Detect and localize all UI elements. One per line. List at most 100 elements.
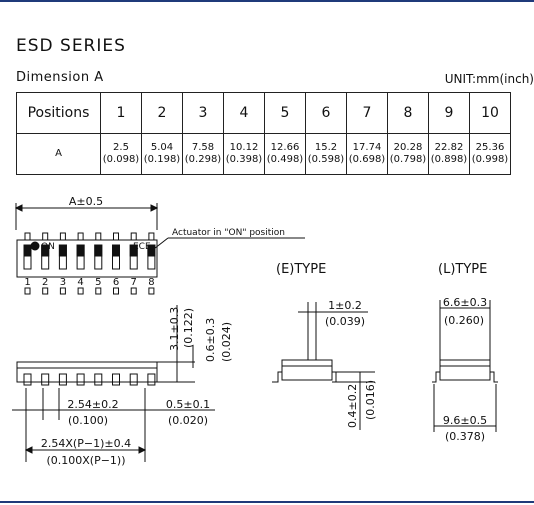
- e-type-label: (E)TYPE: [276, 262, 326, 277]
- pin-bottom: [113, 287, 119, 295]
- actuator-note: Actuator in "ON" position: [172, 228, 285, 238]
- switch-actuator: [41, 244, 50, 257]
- note-leader: [149, 237, 169, 253]
- span-inch: (0.100X(P−1)): [46, 454, 125, 467]
- position-cell: 3: [182, 92, 224, 134]
- pin-width-inch: (0.020): [168, 414, 208, 427]
- position-cell: 10: [469, 92, 511, 134]
- a-value-inch: (0.898): [430, 154, 468, 165]
- a-value-inch: (0.498): [266, 154, 304, 165]
- a-value-inch: (0.998): [471, 154, 509, 165]
- pin-bottom: [130, 287, 137, 295]
- dimension-table: Positions 1 2 3 4 5 6 7 8 9 10 A 2.5(0.0…: [16, 92, 511, 175]
- on-dot-mark: [30, 241, 40, 251]
- e-lead-label: 0.4±0.2: [346, 384, 359, 428]
- dim-arrows: [14, 204, 159, 212]
- switch-number: 8: [148, 277, 154, 288]
- on-mark: ON: [41, 242, 55, 252]
- pitch-inch: (0.100): [68, 414, 108, 427]
- pin-top: [148, 232, 155, 241]
- position-cell: 1: [100, 92, 142, 134]
- position-cell: 6: [305, 92, 347, 134]
- side-pin: [129, 373, 138, 386]
- switch-number: 5: [95, 277, 101, 288]
- a-value-mm: 17.74: [352, 142, 382, 153]
- a-value-cell: 17.74(0.698): [346, 133, 388, 175]
- pin-top: [42, 232, 49, 241]
- span-label: 2.54X(P−1)±0.4: [41, 437, 131, 450]
- a-dim-label: A±0.5: [69, 195, 103, 208]
- pin-top: [113, 232, 119, 241]
- pin-bottom: [148, 287, 155, 295]
- a-value-mm: 10.12: [229, 142, 259, 153]
- l-bottom-label: 9.6±0.5: [443, 414, 487, 427]
- side-view: 3.1±0.3 (0.122) 0.6±0.3 (0.024) 2.54±0.2…: [12, 305, 233, 467]
- side-pin: [147, 373, 156, 386]
- pin-top: [130, 232, 137, 241]
- side-pin: [58, 373, 67, 386]
- a-value-mm: 2.5: [113, 142, 129, 153]
- a-value-cell: 20.28(0.798): [387, 133, 429, 175]
- bottom-rule: [0, 501, 534, 503]
- switch-number: 3: [60, 277, 66, 288]
- pin-bottom: [95, 287, 102, 295]
- pin-top: [24, 232, 31, 241]
- e-body: [281, 359, 333, 381]
- height-total-label: 3.1±0.3: [168, 307, 181, 351]
- a-value-mm: 7.58: [191, 142, 215, 153]
- l-type-view: (L)TYPE 6.6±0.3 (0.260) 9.6±0.5 (0.378): [432, 262, 498, 443]
- a-row: A 2.5(0.098) 5.04(0.198) 7.58(0.298) 10.…: [16, 133, 511, 175]
- a-value-cell: 12.66(0.498): [264, 133, 306, 175]
- switch-actuator: [23, 244, 32, 257]
- e-type-view: (E)TYPE 1±0.2 (0.039) 0.4±0.2 (0.016): [272, 262, 377, 430]
- a-value-inch: (0.098): [102, 154, 140, 165]
- switch-actuator: [129, 244, 138, 257]
- side-pin: [76, 373, 85, 386]
- a-value-cell: 2.5(0.098): [100, 133, 142, 175]
- pin-bottom: [42, 287, 49, 295]
- a-value-inch: (0.198): [143, 154, 181, 165]
- position-cell: 7: [346, 92, 388, 134]
- switch-number: 7: [131, 277, 137, 288]
- a-value-inch: (0.598): [307, 154, 345, 165]
- a-value-inch: (0.698): [348, 154, 386, 165]
- switch-number: 2: [42, 277, 48, 288]
- unit-label: UNIT:mm(inch): [444, 72, 534, 86]
- side-pins: [23, 373, 156, 386]
- pin-top: [77, 232, 84, 241]
- e-lead-inch: (0.016): [364, 380, 377, 420]
- switch-actuator: [58, 244, 67, 257]
- switch-actuators: [23, 232, 156, 295]
- a-value-mm: 20.28: [393, 142, 423, 153]
- switch-number: 4: [77, 277, 83, 288]
- l-top-label: 6.6±0.3: [443, 296, 487, 309]
- series-title: ESD SERIES: [16, 36, 126, 56]
- l-leads: [432, 371, 498, 383]
- switch-actuator: [94, 244, 103, 257]
- a-value-cell: 25.36(0.998): [469, 133, 511, 175]
- switch-actuator: [112, 244, 120, 257]
- pin-width-label: 0.5±0.1: [166, 398, 210, 411]
- e-width-label: 1±0.2: [328, 299, 362, 312]
- height-total-inch: (0.122): [182, 308, 195, 348]
- a-header: A: [16, 133, 101, 175]
- side-pin: [23, 373, 32, 386]
- side-pin: [41, 373, 50, 386]
- a-value-cell: 10.12(0.398): [223, 133, 265, 175]
- switch-number: 6: [113, 277, 119, 288]
- side-body: [16, 361, 158, 383]
- a-value-inch: (0.398): [225, 154, 263, 165]
- pin-top: [95, 232, 102, 241]
- pin-top: [59, 232, 66, 241]
- l-type-label: (L)TYPE: [438, 262, 487, 277]
- switch-number: 1: [24, 277, 30, 288]
- a-value-mm: 25.36: [475, 142, 505, 153]
- a-value-mm: 12.66: [270, 142, 300, 153]
- ece-mark: ECE: [133, 242, 151, 252]
- pin-bottom: [59, 287, 66, 295]
- switch-body: [16, 239, 158, 278]
- dim-arrows: [24, 446, 147, 454]
